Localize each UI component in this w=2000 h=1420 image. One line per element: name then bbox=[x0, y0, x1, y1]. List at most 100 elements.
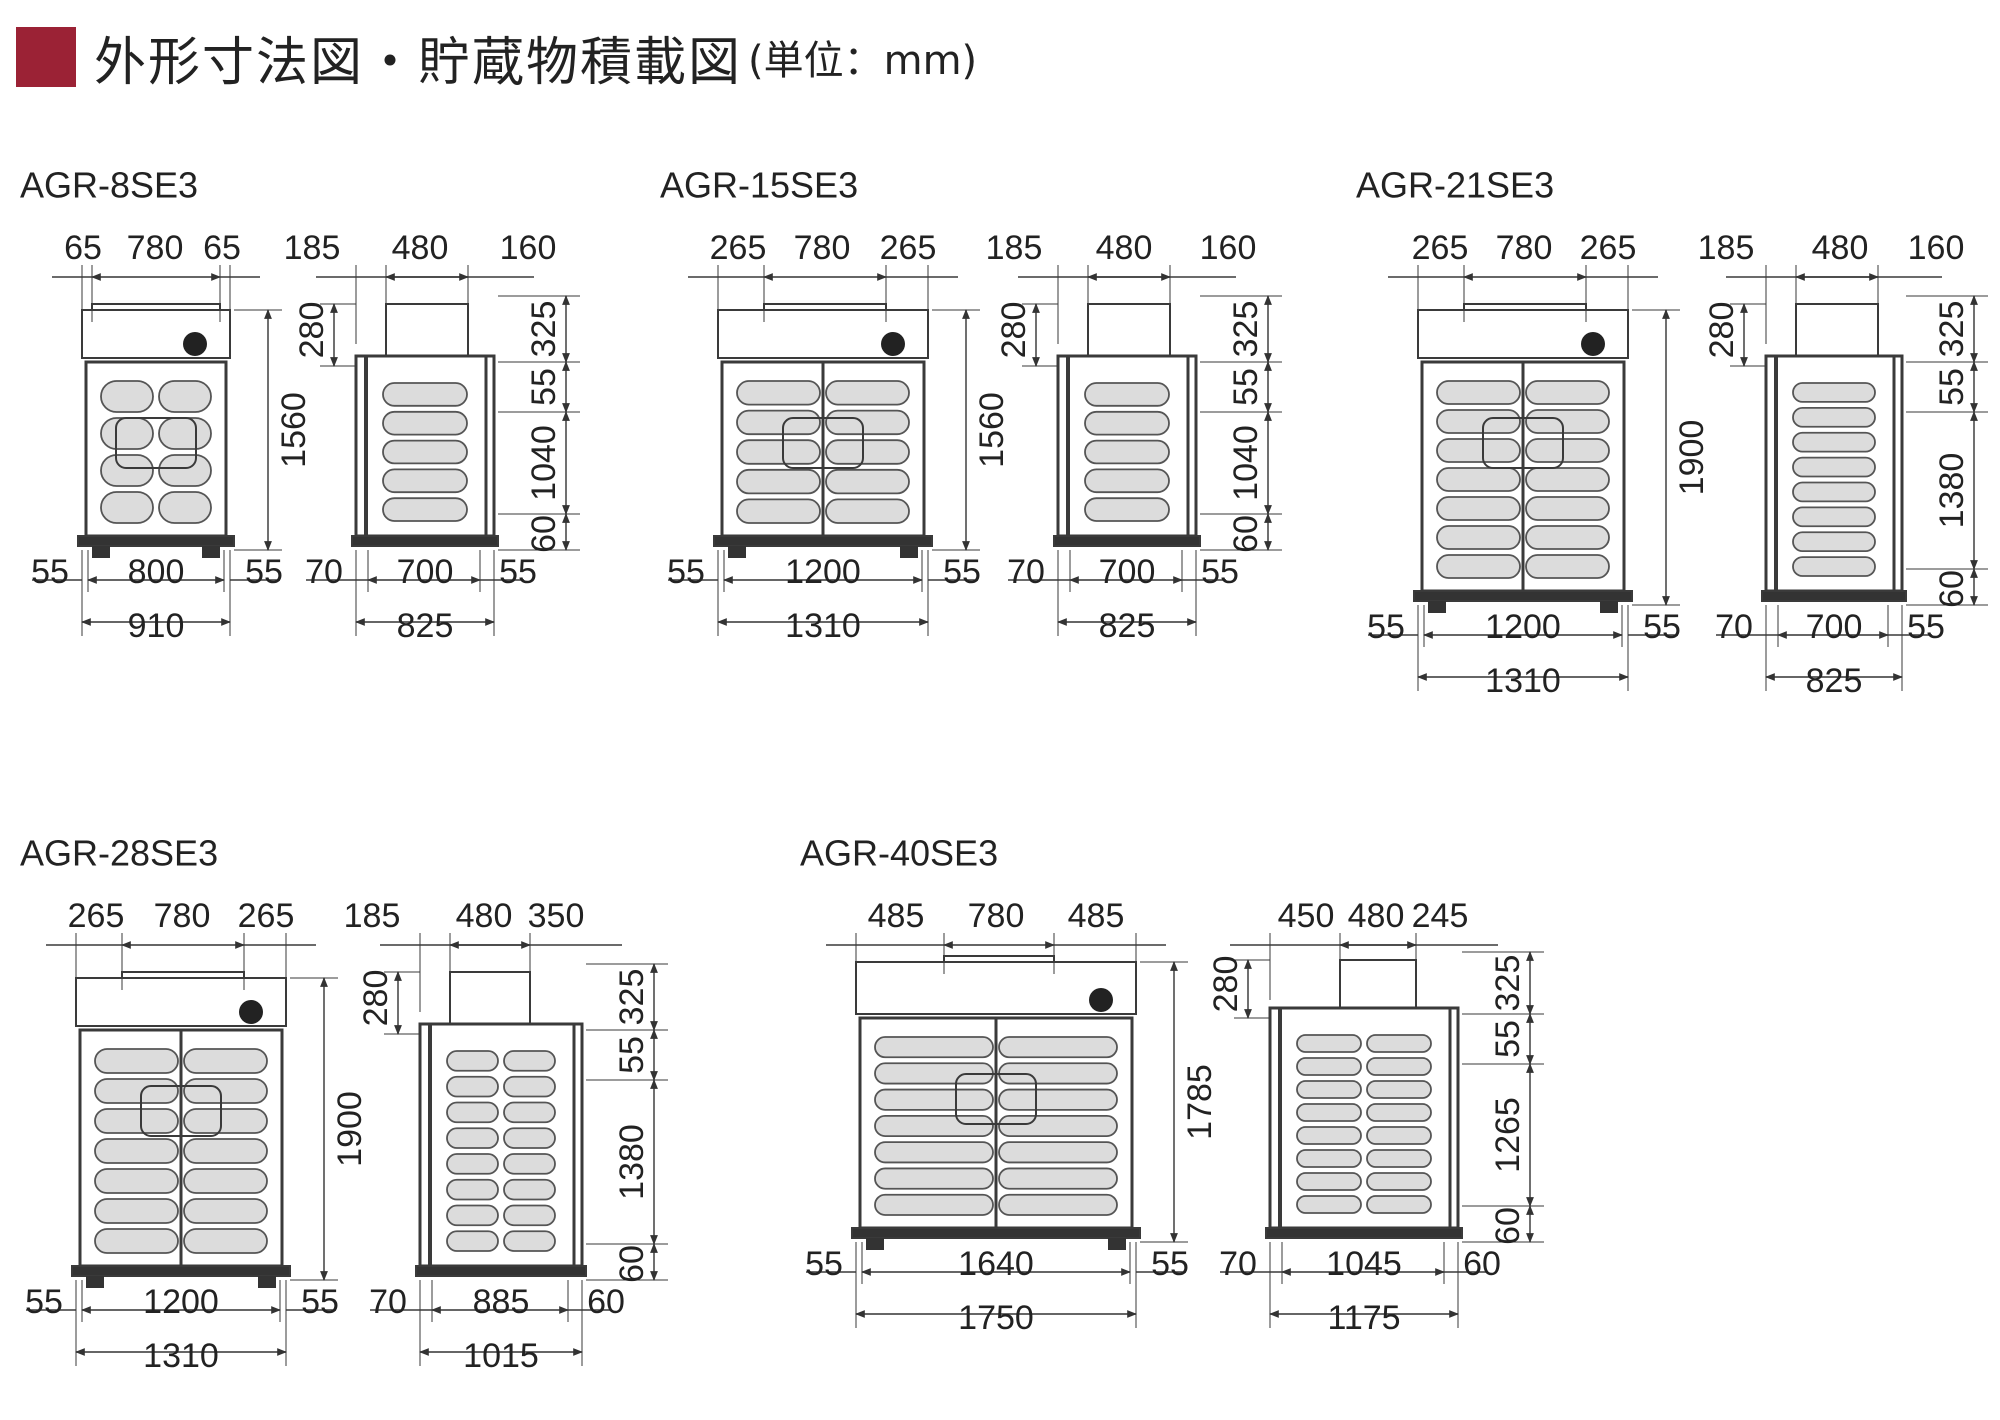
rice-bag bbox=[1366, 1126, 1432, 1145]
dimension-label: 60 bbox=[613, 1245, 651, 1283]
base-plate bbox=[851, 1227, 1141, 1239]
dimension-label: 1040 bbox=[525, 425, 563, 501]
dimension-label: 60 bbox=[525, 515, 563, 553]
dimension-label: 55 bbox=[499, 553, 537, 591]
title-text: 外形寸法図・貯蔵物積載図 bbox=[94, 32, 743, 93]
rice-bag bbox=[825, 498, 910, 524]
foot bbox=[1600, 601, 1618, 613]
top-hood bbox=[81, 309, 231, 359]
dimension-label: 700 bbox=[1806, 608, 1863, 646]
rice-bag bbox=[446, 1204, 499, 1227]
dimension-label: 350 bbox=[528, 897, 585, 935]
compressor-unit bbox=[1795, 303, 1879, 357]
dimension-label: 1900 bbox=[331, 1091, 369, 1167]
rice-bag bbox=[94, 1168, 179, 1194]
rice-bag bbox=[158, 380, 212, 413]
base-plate bbox=[713, 535, 933, 547]
base-plate bbox=[351, 535, 499, 547]
dimension-label: 780 bbox=[127, 229, 184, 267]
dimension-label: 1560 bbox=[973, 392, 1011, 468]
dimension-label: 1750 bbox=[958, 1299, 1034, 1337]
rice-bag bbox=[1366, 1172, 1432, 1191]
dimension-label: 55 bbox=[1489, 1020, 1527, 1058]
dimension-label: 55 bbox=[1907, 608, 1945, 646]
rice-bag bbox=[825, 380, 910, 406]
rice-bag bbox=[736, 498, 821, 524]
rice-bag bbox=[1366, 1057, 1432, 1076]
model-name: AGR-21SE3 bbox=[1356, 165, 1554, 206]
base-plate bbox=[1761, 590, 1907, 602]
dimension-label: 280 bbox=[1207, 956, 1245, 1013]
title-unit: (単位：mm) bbox=[748, 38, 978, 84]
rice-bag bbox=[446, 1101, 499, 1124]
dimension-label: 1640 bbox=[958, 1245, 1034, 1283]
dimension-label: 55 bbox=[943, 553, 981, 591]
dimension-label: 60 bbox=[1933, 570, 1971, 608]
rice-bag bbox=[100, 454, 154, 487]
rice-bag bbox=[183, 1228, 268, 1254]
dimension-label: 65 bbox=[203, 229, 241, 267]
dimension-label: 55 bbox=[1643, 608, 1681, 646]
rice-bag bbox=[1296, 1080, 1362, 1099]
dimension-label: 60 bbox=[1489, 1207, 1527, 1245]
foot bbox=[1428, 601, 1446, 613]
rice-bag bbox=[1525, 467, 1610, 492]
dimension-label: 485 bbox=[868, 897, 925, 935]
dimension-label: 70 bbox=[305, 553, 343, 591]
rice-bag bbox=[998, 1036, 1118, 1059]
rice-bag bbox=[1525, 496, 1610, 521]
foot bbox=[866, 1238, 884, 1250]
dimension-label: 1265 bbox=[1489, 1097, 1527, 1173]
dimension-label: 55 bbox=[805, 1245, 843, 1283]
dimension-label: 265 bbox=[880, 229, 937, 267]
rice-bag bbox=[503, 1127, 556, 1149]
rice-bag bbox=[1436, 380, 1521, 405]
dimension-label: 325 bbox=[613, 969, 651, 1026]
dimension-label: 1310 bbox=[785, 607, 861, 645]
rice-bag bbox=[446, 1178, 499, 1201]
dimension-label: 265 bbox=[68, 897, 125, 935]
dimension-label: 480 bbox=[1348, 897, 1405, 935]
dimension-label: 485 bbox=[1068, 897, 1125, 935]
dimension-label: 1175 bbox=[1327, 1299, 1400, 1337]
top-hood bbox=[75, 977, 287, 1027]
top-hood bbox=[855, 961, 1137, 1015]
dimension-label: 265 bbox=[1412, 229, 1469, 267]
rice-bag bbox=[1084, 468, 1170, 494]
rice-bag bbox=[1084, 497, 1170, 522]
top-hood bbox=[717, 309, 929, 359]
dimension-label: 780 bbox=[968, 897, 1025, 935]
rice-bag bbox=[1296, 1034, 1362, 1053]
dimension-label: 325 bbox=[1933, 301, 1971, 358]
dimension-label: 55 bbox=[613, 1036, 651, 1074]
dimension-label: 160 bbox=[500, 229, 557, 267]
rice-bag bbox=[998, 1167, 1118, 1190]
foot bbox=[258, 1276, 276, 1288]
dimension-label: 825 bbox=[1806, 662, 1863, 700]
rice-bag bbox=[446, 1127, 499, 1149]
rice-bag bbox=[1296, 1172, 1362, 1191]
dimension-label: 800 bbox=[128, 553, 185, 591]
rice-bag bbox=[1296, 1057, 1362, 1076]
rice-bag bbox=[825, 409, 910, 436]
rice-bag bbox=[998, 1114, 1118, 1138]
door-handle bbox=[115, 417, 197, 469]
rice-bag bbox=[446, 1153, 499, 1175]
door-handle bbox=[140, 1085, 222, 1137]
rice-bag bbox=[1792, 531, 1876, 553]
dimension-label: 885 bbox=[473, 1283, 530, 1321]
control-knob bbox=[183, 332, 207, 356]
rice-bag bbox=[503, 1178, 556, 1201]
dimension-label: 70 bbox=[1715, 608, 1753, 646]
rice-bag bbox=[382, 382, 468, 407]
dimension-label: 1380 bbox=[613, 1124, 651, 1200]
dimension-label: 325 bbox=[525, 301, 563, 358]
dimension-label: 325 bbox=[1227, 301, 1265, 358]
base-plate bbox=[71, 1265, 291, 1277]
dimension-label: 55 bbox=[301, 1283, 339, 1321]
rice-bag bbox=[1436, 496, 1521, 521]
dimension-label: 1900 bbox=[1673, 420, 1711, 496]
dimension-label: 55 bbox=[31, 553, 69, 591]
rice-bag bbox=[1792, 406, 1876, 428]
dimension-label: 280 bbox=[357, 970, 395, 1027]
